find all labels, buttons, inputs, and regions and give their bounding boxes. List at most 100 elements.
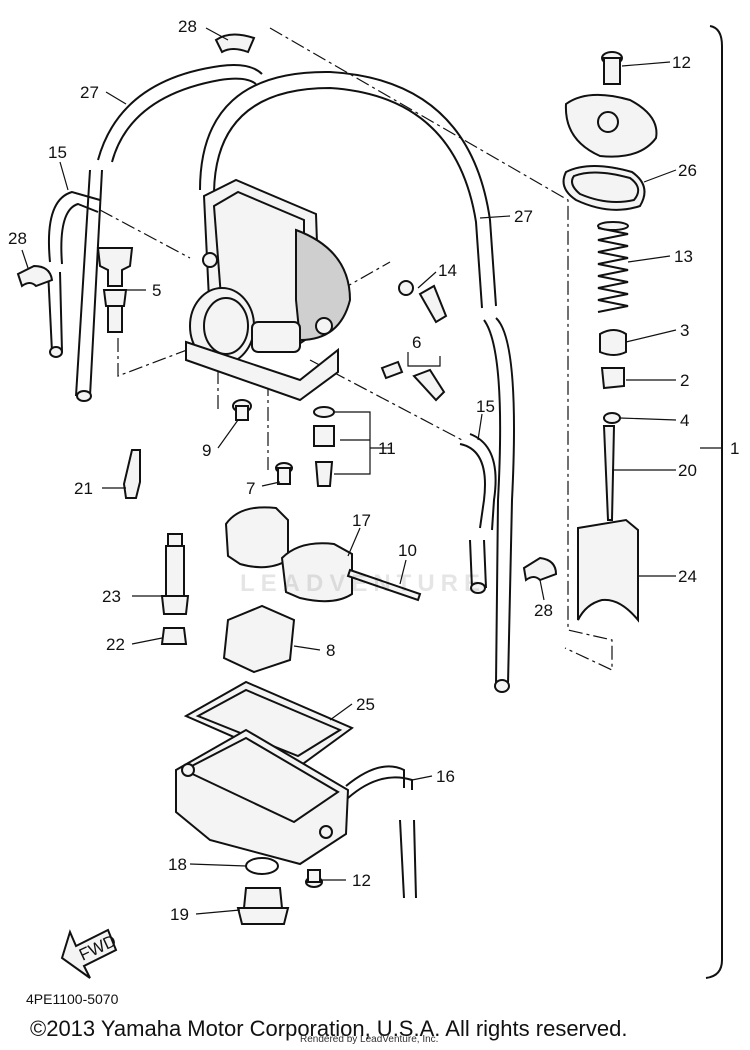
callout-3: 3	[680, 321, 689, 340]
part-10-pin	[346, 568, 422, 602]
hose-27-left	[111, 77, 257, 163]
callout-16: 16	[436, 767, 455, 786]
copyright-notice: ©2013 Yamaha Motor Corporation, U.S.A. A…	[30, 1016, 628, 1041]
callout-5: 5	[152, 281, 161, 300]
part-9-screw	[232, 399, 252, 421]
callout-28: 28	[8, 229, 27, 248]
callout-6: 6	[412, 333, 421, 352]
callout-1: 1	[730, 439, 739, 458]
watermark: LEADVENTURE	[240, 570, 487, 597]
hose-end	[470, 582, 486, 594]
part-19-drain-plug	[236, 887, 290, 925]
leader-line	[293, 645, 321, 651]
callout-27: 27	[514, 207, 533, 226]
part-28-clip-left	[16, 264, 54, 288]
callout-15: 15	[48, 143, 67, 162]
part-6-screw	[380, 360, 446, 402]
callout-7: 7	[246, 479, 255, 498]
leader-line	[329, 703, 353, 721]
leader-line	[619, 417, 677, 421]
assembly-bracket	[705, 25, 723, 979]
part-11-jets	[313, 406, 335, 487]
leader-line	[131, 637, 163, 645]
part-23-needle-jet	[160, 533, 190, 615]
part-20-needle	[602, 425, 616, 521]
hose-end	[76, 390, 92, 402]
hose-15-right-tube	[469, 539, 487, 589]
leader-line	[347, 527, 361, 557]
leader-line	[479, 215, 511, 219]
part-12-screw	[601, 51, 623, 85]
part-5-choke	[96, 247, 134, 333]
callout-22: 22	[106, 635, 125, 654]
carburetor-body	[185, 178, 352, 402]
part-2-holder	[600, 367, 625, 390]
callout-20: 20	[678, 461, 697, 480]
leader-line	[195, 909, 241, 915]
part-28-clip-right	[522, 556, 558, 582]
leader-line	[189, 863, 247, 867]
callout-23: 23	[102, 587, 121, 606]
callout-18: 18	[168, 855, 187, 874]
leader-line	[627, 255, 671, 263]
leader-line	[261, 481, 281, 487]
callout-21: 21	[74, 479, 93, 498]
callout-14: 14	[438, 261, 457, 280]
guide-line	[269, 27, 613, 671]
guide-line	[99, 209, 191, 259]
callout-15: 15	[476, 397, 495, 416]
callout-11: 11	[378, 439, 396, 458]
leader-line	[407, 352, 441, 367]
part-24-throttle-valve	[577, 518, 639, 623]
part-14-screw	[398, 280, 448, 324]
fwd-arrow-icon: FWD	[60, 928, 119, 979]
callout-2: 2	[680, 371, 689, 390]
hose-27-right-lower	[483, 319, 502, 685]
hose-15-left-tube	[47, 269, 63, 353]
callout-13: 13	[674, 247, 693, 266]
hose-end	[49, 346, 63, 358]
hose-15-left	[60, 202, 99, 265]
leader-line	[334, 411, 392, 475]
part-3-retainer	[599, 329, 627, 356]
callout-4: 4	[680, 411, 689, 430]
part-12-drain-screw	[305, 869, 323, 888]
part-13-spring	[597, 221, 629, 313]
part-16-hose-tube	[399, 819, 417, 899]
leader-line	[105, 91, 127, 105]
leader-line	[643, 169, 677, 183]
part-22-main-jet	[160, 627, 188, 645]
callout-17: 17	[352, 511, 371, 530]
callout-19: 19	[170, 905, 189, 924]
part-17-float	[280, 542, 353, 603]
part-16-hose	[345, 765, 413, 799]
rendered-by-credit: Rendered by LeadVenture, Inc.	[300, 1034, 439, 1045]
part-4-clip	[603, 412, 621, 424]
float-bowl	[175, 728, 350, 866]
leader-line	[21, 249, 29, 269]
callout-28: 28	[534, 601, 553, 620]
callout-8: 8	[326, 641, 335, 660]
callout-12: 12	[672, 53, 691, 72]
leader-line	[399, 559, 407, 585]
leader-line	[477, 413, 483, 441]
leader-line	[59, 161, 69, 191]
hose-27-left-tube	[75, 169, 103, 397]
callout-10: 10	[398, 541, 417, 560]
leader-line	[625, 329, 677, 343]
part-18-o-ring	[245, 857, 279, 875]
leader-line	[217, 419, 239, 449]
callout-12: 12	[352, 871, 371, 890]
part-7-screw	[275, 462, 293, 485]
hose-27-right	[213, 86, 483, 309]
part-code: 4PE1100-5070	[26, 991, 119, 1007]
part-8-baffle	[222, 604, 296, 674]
callout-25: 25	[356, 695, 375, 714]
callout-28: 28	[178, 17, 197, 36]
leader-line	[621, 61, 671, 67]
hose-15-right	[459, 433, 497, 531]
hose-27-left	[97, 64, 263, 161]
callout-24: 24	[678, 567, 697, 586]
hose-27-right	[199, 70, 497, 307]
